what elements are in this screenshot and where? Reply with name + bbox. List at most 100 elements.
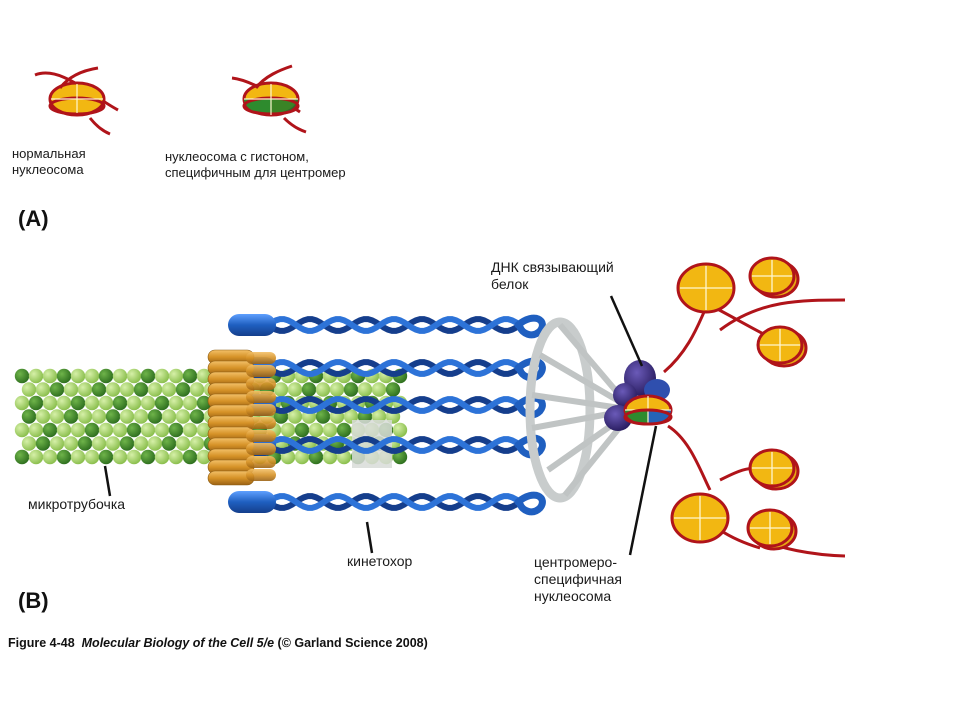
tubulin-subunit	[112, 368, 128, 384]
tubulin-subunit	[189, 436, 205, 451]
tubulin-subunit	[175, 409, 191, 424]
tubulin-subunit	[154, 449, 170, 465]
tubulin-subunit	[42, 422, 58, 438]
nucleosome-icon	[746, 508, 798, 551]
tubulin-subunit	[35, 382, 51, 397]
tubulin-subunit	[189, 382, 205, 397]
tubulin-subunit	[28, 395, 44, 411]
tubulin-subunit	[70, 422, 86, 438]
figure-caption: Figure 4-48 Molecular Biology of the Cel…	[8, 636, 428, 650]
ring-subunit	[246, 469, 276, 481]
ring-subunit	[246, 391, 276, 403]
tubulin-subunit	[98, 368, 114, 384]
tubulin-subunit	[21, 409, 37, 424]
nucleosome-icon	[748, 256, 800, 299]
tubulin-subunit	[56, 422, 72, 438]
tubulin-subunit	[371, 382, 387, 397]
tubulin-subunit	[168, 422, 184, 438]
tubulin-subunit	[63, 382, 79, 397]
tubulin-subunit	[70, 449, 86, 465]
tubulin-subunit	[84, 368, 100, 384]
tubulin-subunit	[14, 395, 30, 411]
tubulin-subunit	[308, 422, 324, 438]
microtubule-label: микротрубочка	[28, 496, 126, 512]
tubulin-subunit	[126, 395, 142, 411]
tubulin-subunit	[196, 422, 212, 438]
tubulin-subunit	[112, 395, 128, 411]
ndc80-fiber	[228, 491, 546, 516]
tubulin-subunit	[112, 449, 128, 465]
tubulin-subunit	[273, 382, 289, 397]
tubulin-subunit	[56, 395, 72, 411]
tubulin-subunit	[161, 382, 177, 397]
tubulin-subunit	[133, 436, 149, 451]
tubulin-subunit	[182, 395, 198, 411]
tubulin-subunit	[98, 395, 114, 411]
tubulin-subunit	[91, 409, 107, 424]
tubulin-subunit	[154, 368, 170, 384]
ring-subunit	[246, 352, 276, 364]
ring-subunit	[246, 443, 276, 455]
tubulin-subunit	[147, 409, 163, 424]
tubulin-subunit	[126, 422, 142, 438]
nucleosome-icon	[676, 262, 736, 314]
tubulin-subunit	[70, 368, 86, 384]
label-pointers	[103, 295, 658, 556]
tubulin-subunit	[343, 382, 359, 397]
tubulin-subunit	[154, 395, 170, 411]
tubulin-subunit	[28, 368, 44, 384]
tubulin-subunit	[119, 436, 135, 451]
tubulin-subunit	[14, 449, 30, 465]
tubulin-subunit	[56, 449, 72, 465]
tubulin-subunit	[35, 409, 51, 424]
tubulin-subunit	[21, 436, 37, 451]
tubulin-subunit	[28, 422, 44, 438]
tubulin-subunit	[294, 422, 310, 438]
ring-subunit	[246, 456, 276, 468]
ring-subunit	[246, 417, 276, 429]
tubulin-subunit	[385, 382, 401, 397]
tubulin-subunit	[21, 382, 37, 397]
nucleosomes-chromatin	[670, 256, 808, 551]
tubulin-subunit	[119, 382, 135, 397]
tubulin-subunit	[63, 409, 79, 424]
tubulin-subunit	[56, 368, 72, 384]
tubulin-subunit	[49, 436, 65, 451]
fiber-head	[228, 314, 276, 336]
tubulin-subunit	[322, 449, 338, 465]
tubulin-subunit	[287, 409, 303, 424]
tubulin-subunit	[42, 395, 58, 411]
tubulin-subunit	[315, 409, 331, 424]
tubulin-subunit	[77, 382, 93, 397]
tubulin-subunit	[63, 436, 79, 451]
centromeric-histone-nucleosome-label: нуклеосома с гистоном, специфичным для ц…	[165, 149, 346, 180]
centromeric-nucleosome-icon	[231, 64, 307, 134]
tubulin-subunit	[35, 436, 51, 451]
tubulin-subunit	[91, 436, 107, 451]
tubulin-subunit	[147, 436, 163, 451]
tubulin-subunit	[28, 449, 44, 465]
centromeric-nucleosome-icon	[623, 394, 673, 426]
tubulin-subunit	[105, 382, 121, 397]
tubulin-subunit	[392, 422, 408, 438]
tubulin-subunit	[133, 409, 149, 424]
tubulin-subunit	[133, 382, 149, 397]
fiber-head	[228, 491, 276, 513]
tubulin-subunit	[84, 395, 100, 411]
tubulin-subunit	[105, 409, 121, 424]
ring-subunit	[246, 378, 276, 390]
tubulin-subunit	[119, 409, 135, 424]
tubulin-subunit	[126, 368, 142, 384]
panel-a-letter: (A)	[18, 206, 49, 231]
tubulin-subunit	[84, 422, 100, 438]
tubulin-subunit	[322, 422, 338, 438]
nucleosome-icon	[670, 492, 730, 544]
tubulin-subunit	[168, 395, 184, 411]
tubulin-subunit	[280, 422, 296, 438]
dam1-ring-complex	[207, 349, 276, 486]
panel-b-letter: (B)	[18, 588, 49, 613]
tubulin-subunit	[91, 382, 107, 397]
tubulin-subunit	[112, 422, 128, 438]
tubulin-subunit	[161, 409, 177, 424]
tubulin-subunit	[98, 422, 114, 438]
